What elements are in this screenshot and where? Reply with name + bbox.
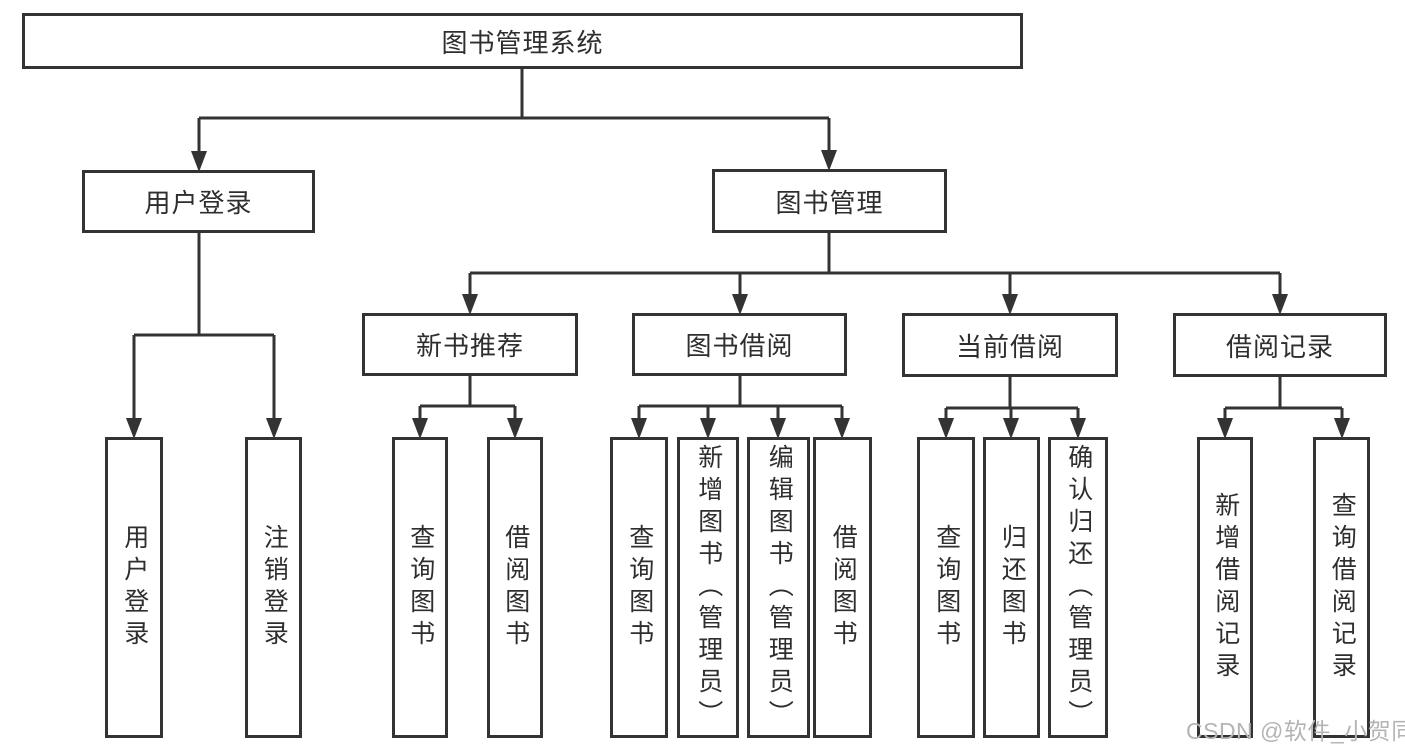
node-user-login: 用户登录 [82, 170, 315, 233]
arrowhead-icon [507, 418, 523, 439]
leaf-nb-query-books: 查询图书 [392, 437, 448, 738]
arrowhead-icon [412, 418, 428, 439]
node-book-borrow: 图书借阅 [632, 313, 847, 376]
arrowhead-icon [821, 150, 837, 171]
connector-path [132, 69, 1344, 435]
leaf-bb-add-books: 新增图书（管理员） [677, 437, 739, 738]
arrowheads [126, 150, 1350, 439]
arrowhead-icon [631, 418, 647, 439]
arrowhead-icon [1003, 418, 1019, 439]
arrowhead-icon [938, 418, 954, 439]
leaf-br-query-record: 查询借阅记录 [1313, 437, 1370, 738]
arrowhead-icon [191, 151, 207, 172]
leaf-bb-edit-books: 编辑图书（管理员） [747, 437, 810, 738]
arrowhead-icon [1002, 294, 1018, 315]
leaf-cb-confirm-return: 确认归还（管理员） [1048, 437, 1108, 738]
arrowhead-icon [1272, 294, 1288, 315]
node-borrow-records: 借阅记录 [1173, 313, 1387, 377]
arrowhead-icon [126, 418, 142, 439]
csdn-watermark: CSDN @软件_小贺同学 [1186, 718, 1405, 744]
arrowhead-icon [700, 418, 716, 439]
node-book-management: 图书管理 [712, 169, 947, 233]
leaf-bb-query-books: 查询图书 [610, 437, 668, 738]
arrowhead-icon [266, 418, 282, 439]
leaf-cb-return-books: 归还图书 [983, 437, 1040, 738]
leaf-logout: 注销登录 [245, 437, 302, 738]
leaf-cb-query-books: 查询图书 [917, 437, 975, 738]
node-current-borrow: 当前借阅 [902, 313, 1118, 377]
leaf-bb-borrow-books: 借阅图书 [813, 437, 872, 738]
arrowhead-icon [1334, 418, 1350, 439]
arrowhead-icon [834, 418, 850, 439]
leaf-br-add-record: 新增借阅记录 [1197, 437, 1253, 738]
leaf-nb-borrow-books: 借阅图书 [487, 437, 543, 738]
arrowhead-icon [1070, 418, 1086, 439]
arrowhead-icon [732, 294, 748, 315]
arrowhead-icon [770, 418, 786, 439]
arrowhead-icon [462, 294, 478, 315]
node-library-system: 图书管理系统 [22, 13, 1023, 69]
node-new-book-recommend: 新书推荐 [362, 313, 578, 376]
leaf-user-login: 用户登录 [105, 437, 163, 738]
arrowhead-icon [1217, 418, 1233, 439]
